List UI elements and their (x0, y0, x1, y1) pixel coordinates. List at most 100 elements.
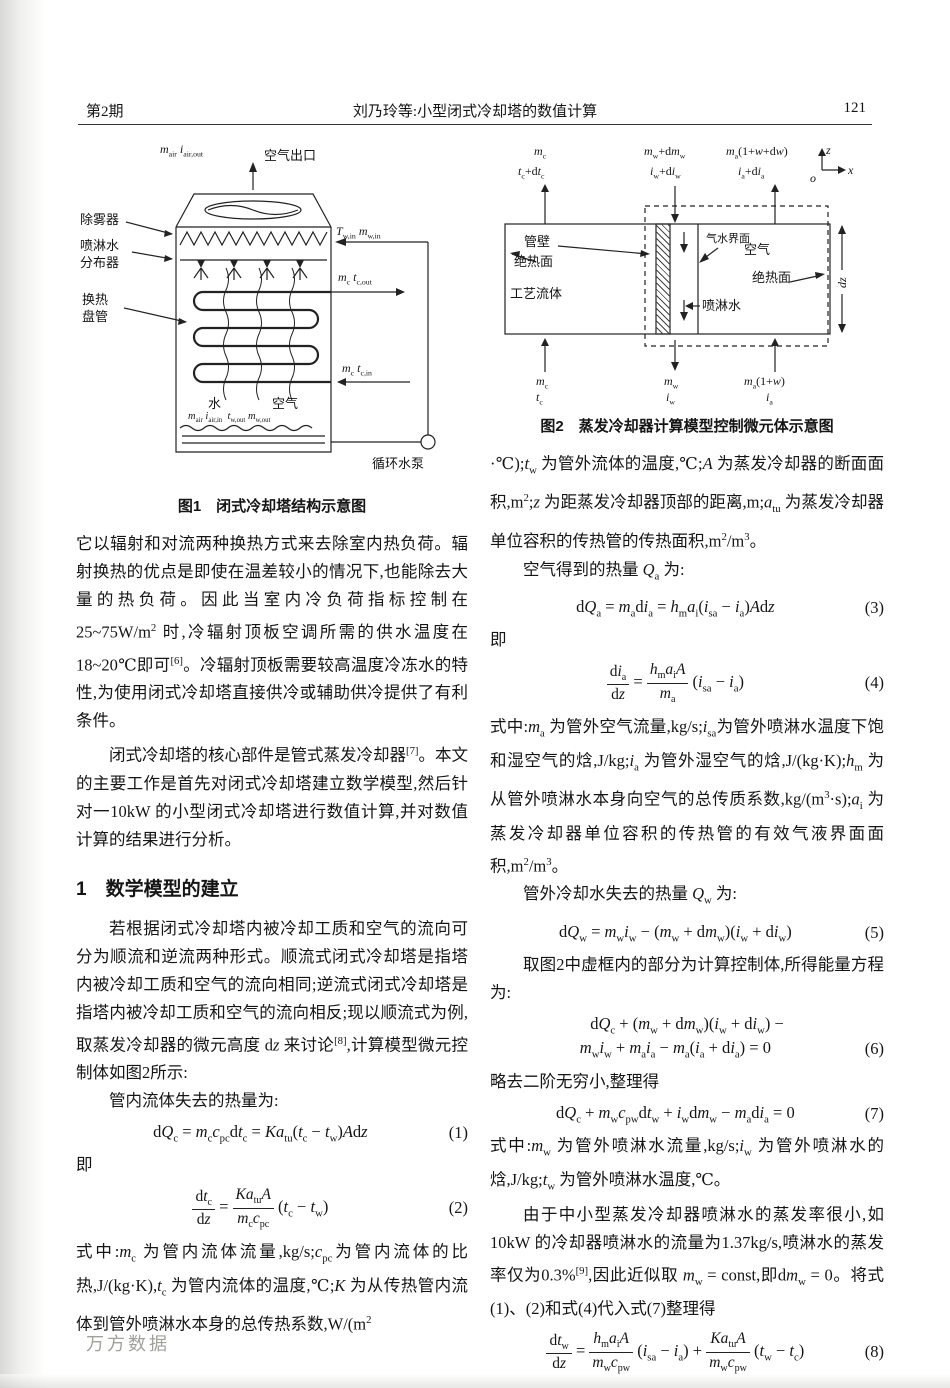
figure-1: mair iair,out 空气出口 除雾器 喷淋水分布器 Tw,in mw,i… (76, 142, 468, 487)
equation-3-body: dQa = madia = hmai(isa − ia)Adz (576, 596, 775, 620)
equation-6-line1: dQc + (mw + dmw)(iw + diw) − (490, 1014, 884, 1036)
fig1-label-coil: 换热盘管 (82, 292, 109, 324)
paragraph-simplify: 略去二阶无穷小,整理得 (490, 1071, 660, 1091)
basin-water (179, 424, 325, 444)
fig2-dz-label: dz (835, 277, 849, 288)
fig2-label-spray-water: 喷淋水 (702, 298, 742, 313)
equation-2-number: (2) (448, 1198, 468, 1218)
fluid-outlet-arrow (331, 288, 405, 296)
water-streams (223, 267, 295, 401)
fig2-label-air: 空气 (744, 242, 771, 257)
connective-ji-left: 即 (76, 1155, 93, 1175)
fig2-label-tube-wall: 管壁 (524, 234, 551, 249)
spray-water-inlet-arrow (335, 238, 428, 246)
coil-tube (192, 290, 331, 384)
equation-7: dQc + mwcpwdtw + iwdmw − madia = 0 (7) (490, 1103, 884, 1125)
circulation-pipe (331, 242, 429, 443)
fig1-label-bottom-flow: mair iair,in tw,out mw,out (188, 411, 271, 425)
paragraph-nomenclature-cont: ·℃);tw 为管外流体的温度,℃;A 为蒸发冷却器的断面面积,m2;z 为距蒸… (490, 454, 885, 551)
fig2-label-adiabatic-left: 绝热面 (514, 254, 554, 269)
fig2-label-bottom-right-ma: ma(1+w) (744, 374, 785, 391)
fig1-label-air-outlet: 空气出口 (264, 148, 317, 163)
paragraph-radiation-cooling: 它以辐射和对流两种换热方式来去除室内热负荷。辐射换热的优点是即使在温差较小的情况… (76, 534, 468, 730)
equation-1-body: dQc = mccpcdtc = Katu(tc − tw)Adz (153, 1122, 368, 1145)
equation-6-line1-body: dQc + (mw + dmw)(iw + diw) − (590, 1014, 784, 1037)
paragraph-flow-arrangement: 若根据闭式冷却塔内被冷却工质和空气的流向可分为顺流和逆流两种形式。顺流式闭式冷却… (76, 918, 469, 1083)
demister-zigzag (179, 230, 328, 247)
paragraph-core-component: 闭式冷却塔的核心部件是管式蒸发冷却器[7]。本文的主要工作是首先对闭式冷却塔建立… (76, 745, 468, 849)
scan-shadow-bottom (0, 1374, 950, 1388)
fig2-axis-z-label: z (825, 143, 831, 157)
equation-5-body: dQw = mwiw − (mw + dmw)(iw + diw) (559, 921, 792, 945)
fig1-label-demister: 除雾器 (80, 212, 120, 227)
fig2-axis-o-label: o (810, 171, 816, 185)
paragraph-eq1-lead: 管内流体失去的热量为: (109, 1091, 279, 1110)
figure-2-caption: 图2 蒸发冷却器计算模型控制微元体示意图 (540, 418, 834, 435)
figure-1-drawing (123, 162, 436, 453)
coordinate-axes: z x o (810, 143, 854, 185)
fig1-label-fluid-out: mc tc,out (338, 270, 372, 287)
tube-wall-hatch (656, 224, 670, 334)
paragraph-evaporation-rate: 由于中小型蒸发冷却器喷淋水的蒸发率很小,如10kW 的冷却器喷淋水的流量为1.3… (490, 1204, 885, 1319)
fig1-label-fluid-in: mc tc,in (342, 361, 372, 378)
tower-outline (175, 193, 332, 453)
fig2-label-top-left-tc: tc+dtc (518, 164, 545, 181)
fig2-label-top-mid-mw: mw+dmw (644, 144, 686, 161)
paragraph-eq3-lead: 空气得到的热量 Qa 为: (523, 559, 685, 582)
fig1-label-air-out-flow: mair iair,out (160, 142, 204, 159)
equation-4-number: (4) (864, 673, 884, 693)
paragraph-eq3-nomenclature: 式中:ma 为管外空气流量,kg/s;isa为管外喷淋水温度下饱和湿空气的焓,J… (490, 716, 885, 876)
equation-5-number: (5) (864, 922, 884, 942)
equation-8-number: (8) (864, 1342, 884, 1362)
flow-arrows-top (541, 184, 779, 224)
equation-3-number: (3) (864, 598, 884, 618)
label-pointer-arrows (123, 221, 187, 325)
fig2-label-top-right-ma: ma(1+w+dw) (726, 144, 788, 161)
fig2-label-adiabatic-right: 绝热面 (752, 270, 792, 285)
fig2-label-interface: 气水界面 (706, 233, 750, 245)
fig2-axis-x-label: x (847, 163, 854, 177)
fig2-label-top-mid-iw: iw+diw (650, 164, 681, 181)
journal-issue: 第2期 (86, 104, 124, 120)
equation-3: dQa = madia = hmai(isa − ia)Adz (3) (490, 597, 884, 619)
pump (420, 434, 436, 450)
equation-6-line2: mwiw + maia − ma(ia + dia) = 0 (6) (490, 1038, 884, 1060)
section-1-heading: 1 数学模型的建立 (76, 878, 239, 900)
equation-6-number: (6) (864, 1039, 884, 1059)
paragraph-eq7-nomenclature: 式中:mw 为管外喷淋水流量,kg/s;iw 为管外喷淋水的焓,J/kg;tw … (490, 1135, 884, 1193)
fig1-label-water: 水 (208, 396, 222, 411)
fig2-label-process-fluid: 工艺流体 (510, 286, 563, 301)
paragraph-eq1-nomenclature: 式中:mc 为管内流体流量,kg/s;cpc为管内流体的比热,J/(kg·K),… (76, 1241, 469, 1334)
equation-1: dQc = mccpcdtc = Katu(tc − tw)Adz (1) (76, 1122, 468, 1144)
spray-distributor-pipe (180, 259, 327, 280)
equation-6-line2-body: mwiw + maia − ma(ia + dia) = 0 (579, 1038, 771, 1061)
equation-7-number: (7) (864, 1103, 884, 1123)
page-header: 第2期 刘乃玲等:小型闭式冷却塔的数值计算 121 (78, 100, 872, 125)
fluid-inlet-arrow (337, 378, 410, 386)
dz-dimension: dz (835, 225, 849, 333)
fig1-label-spray-distributor: 喷淋水分布器 (80, 238, 120, 270)
air-outlet-arrow (249, 162, 257, 190)
figure-2: z x o dz (490, 142, 884, 407)
left-column: mair iair,out 空气出口 除雾器 喷淋水分布器 Tw,in mw,i… (76, 142, 468, 1339)
fig2-label-top-right-ia: ia+dia (738, 164, 765, 181)
scan-shadow-left (0, 0, 46, 1388)
connective-ji-right: 即 (490, 630, 507, 650)
fig1-label-pump: 循环水泵 (372, 456, 425, 471)
page-number: 121 (843, 100, 867, 116)
fig2-label-top-left-mc: mc (534, 144, 547, 161)
fig2-label-bottom-left-tc: tc (536, 390, 543, 407)
equation-5: dQw = mwiw − (mw + dmw)(iw + diw) (5) (490, 922, 884, 944)
fig2-label-bottom-left-mc: mc (536, 374, 549, 391)
right-column: z x o dz (490, 142, 884, 1382)
flow-arrows-bottom (541, 338, 779, 372)
fan (204, 200, 302, 220)
callout-arrows (510, 245, 825, 310)
equation-1-number: (1) (448, 1123, 468, 1143)
